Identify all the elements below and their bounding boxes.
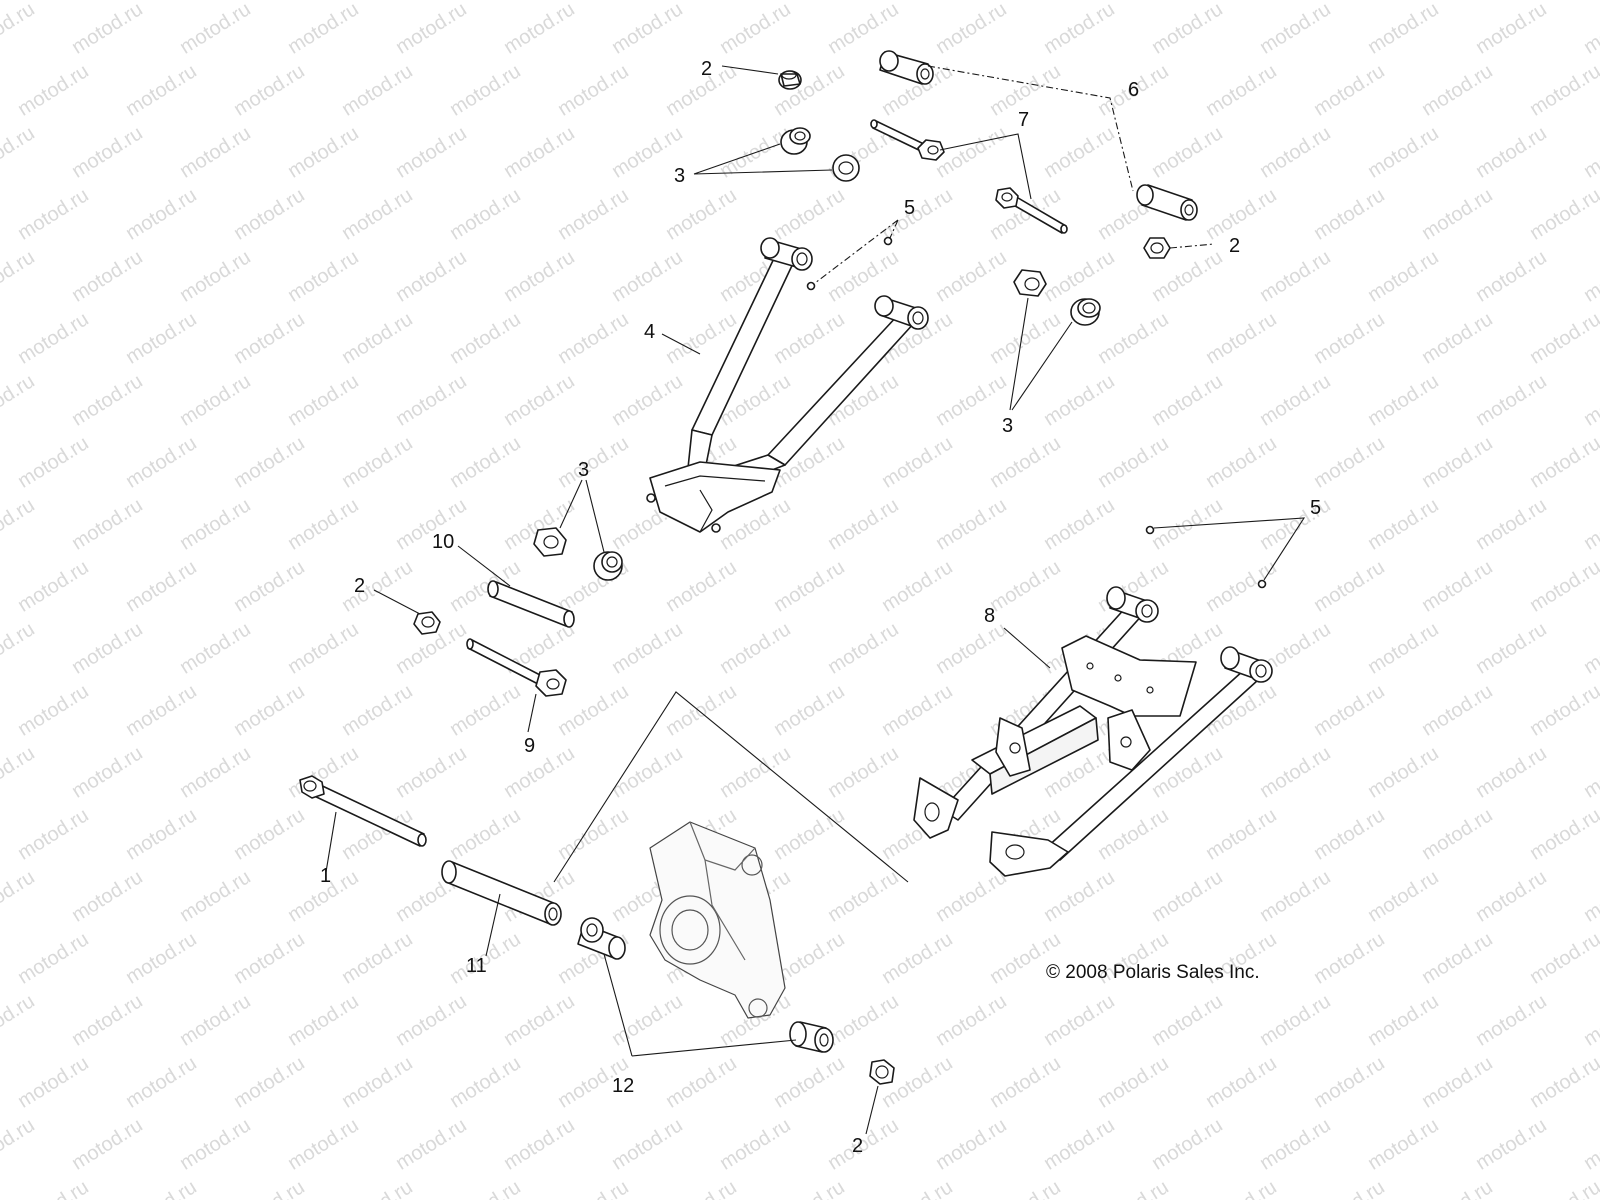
- leader-5-lower: [1153, 517, 1306, 581]
- part-12-bushing-b: [789, 1021, 834, 1053]
- part-3-bushing-f: [593, 551, 623, 581]
- part-1-long-bolt: [299, 775, 427, 847]
- part-3-bushing-a: [780, 127, 811, 155]
- leader-3-lower: [559, 479, 605, 553]
- leader-9: [527, 693, 537, 733]
- leader-4: [661, 333, 701, 355]
- part-8-lower-a-arm: [913, 586, 1273, 877]
- knuckle-reference-outline: [649, 821, 786, 1019]
- part-2-nut-right: [1143, 237, 1171, 259]
- part-3-bushing-c: [1013, 269, 1047, 297]
- part-3-bushing-b: [832, 154, 860, 182]
- knuckle-reference-bracket: [553, 691, 909, 883]
- callout-5-lower: 5: [1310, 497, 1321, 519]
- leader-3-right: [1009, 297, 1073, 411]
- leader-2-right: [1169, 243, 1215, 249]
- part-4-upper-a-arm: [646, 237, 929, 533]
- part-3-bushing-e: [533, 527, 567, 557]
- part-5-fitting-c: [1145, 525, 1155, 535]
- callout-2-top: 2: [701, 58, 712, 80]
- part-2-nut-left: [413, 611, 441, 635]
- callout-2-bottom: 2: [852, 1135, 863, 1157]
- part-5-fitting-b: [883, 236, 893, 246]
- part-10-pivot-tube: [487, 580, 575, 628]
- callout-1: 1: [320, 865, 331, 887]
- callout-5-upper: 5: [904, 197, 915, 219]
- callout-6: 6: [1128, 79, 1139, 101]
- part-9-bolt: [466, 638, 567, 697]
- leader-11: [485, 893, 501, 957]
- callout-3-lower: 3: [578, 459, 589, 481]
- leader-6: [927, 65, 1134, 192]
- leader-5-upper: [814, 219, 899, 284]
- leader-2-left: [373, 589, 421, 615]
- leader-2-bottom: [865, 1085, 879, 1135]
- callout-2-right: 2: [1229, 235, 1240, 257]
- leader-1: [325, 811, 337, 873]
- part-5-fitting-a: [806, 281, 816, 291]
- leader-3-upper: [693, 143, 833, 175]
- part-5-fitting-d: [1257, 579, 1267, 589]
- leader-2-top: [721, 65, 779, 75]
- part-6-pivot-tube-a: [879, 50, 934, 85]
- callout-3-right: 3: [1002, 415, 1013, 437]
- leader-10: [457, 545, 511, 587]
- callout-10: 10: [432, 531, 454, 553]
- leader-7: [939, 133, 1032, 200]
- copyright-notice: © 2008 Polaris Sales Inc.: [1046, 962, 1260, 983]
- callout-11: 11: [466, 955, 487, 977]
- part-6-pivot-tube-b: [1136, 184, 1198, 221]
- part-11-sleeve: [441, 860, 562, 926]
- part-3-bushing-d: [1070, 298, 1101, 326]
- callout-7: 7: [1018, 109, 1029, 131]
- callout-12: 12: [612, 1075, 634, 1097]
- callout-2-left: 2: [354, 575, 365, 597]
- part-2-nut-top: [778, 70, 802, 90]
- part-2-nut-bottom: [869, 1059, 895, 1085]
- callout-9: 9: [524, 735, 535, 757]
- part-7-bolt-b: [995, 187, 1068, 234]
- callout-4: 4: [644, 321, 655, 343]
- part-12-bushing-a: [577, 917, 626, 960]
- leader-12: [603, 953, 797, 1057]
- callout-3-upper: 3: [674, 165, 685, 187]
- part-7-bolt-a: [870, 119, 945, 161]
- callout-8: 8: [984, 605, 995, 627]
- leader-8: [1003, 627, 1051, 669]
